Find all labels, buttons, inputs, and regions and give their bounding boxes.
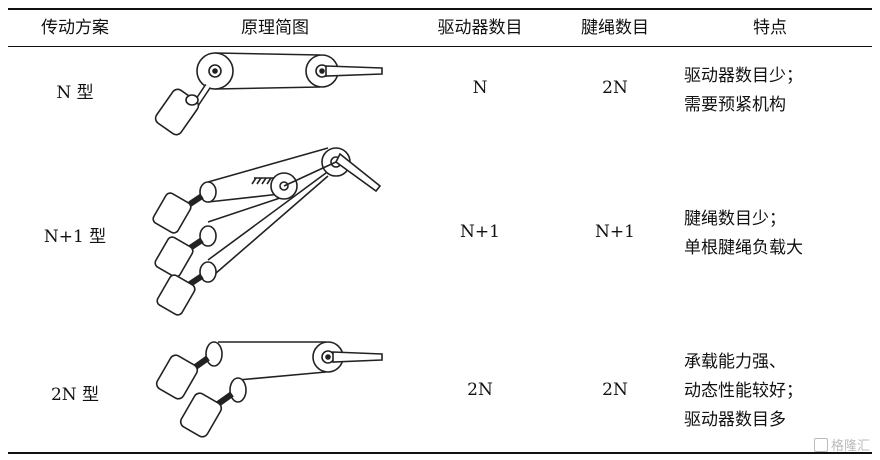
header-scheme: 传动方案 — [41, 18, 109, 38]
row-1-feature-line: 驱动器数目少； — [684, 66, 803, 86]
row-2-feature-line: 单根腱绳负载大 — [684, 238, 803, 258]
diagram-n-plus-1-type — [150, 140, 400, 325]
row-1-scheme: N 型 — [56, 83, 94, 103]
watermark-text: 格隆汇 — [830, 439, 870, 454]
row-3-features: 承载能力强、 动态性能较好； 驱动器数目多 — [684, 348, 803, 435]
header-diagram: 原理简图 — [241, 18, 309, 38]
row-3-feature-line: 动态性能较好； — [684, 381, 803, 401]
row-1-tendons: 2N — [602, 78, 628, 98]
row-3-scheme: 2N 型 — [50, 385, 100, 405]
row-2-features: 腱绳数目少； 单根腱绳负载大 — [684, 205, 803, 263]
row-2-feature-line: 腱绳数目少； — [684, 209, 786, 229]
diagram-n-type — [150, 48, 400, 136]
row-2-tendons: N+1 — [595, 222, 635, 242]
row-3-feature-line: 驱动器数目多 — [684, 410, 786, 430]
row-1-feature-line: 需要预紧机构 — [684, 95, 786, 115]
diagram-2n-type — [150, 334, 400, 446]
table-top-rule — [8, 8, 872, 10]
table-bottom-rule — [8, 452, 872, 454]
row-3-actuators: 2N — [467, 380, 493, 400]
header-actuators: 驱动器数目 — [437, 18, 523, 38]
watermark-logo: 格隆汇 — [813, 435, 870, 454]
row-3-feature-line: 承载能力强、 — [684, 352, 786, 372]
header-features: 特点 — [753, 18, 787, 38]
row-1-actuators: N — [472, 78, 488, 98]
row-2-actuators: N+1 — [460, 222, 500, 242]
row-2-scheme: N+1 型 — [43, 227, 107, 247]
row-1-features: 驱动器数目少； 需要预紧机构 — [684, 62, 803, 120]
row-3-tendons: 2N — [602, 380, 628, 400]
table-header-rule — [8, 46, 872, 47]
header-tendons: 腱绳数目 — [581, 18, 649, 38]
watermark-icon — [813, 438, 828, 452]
